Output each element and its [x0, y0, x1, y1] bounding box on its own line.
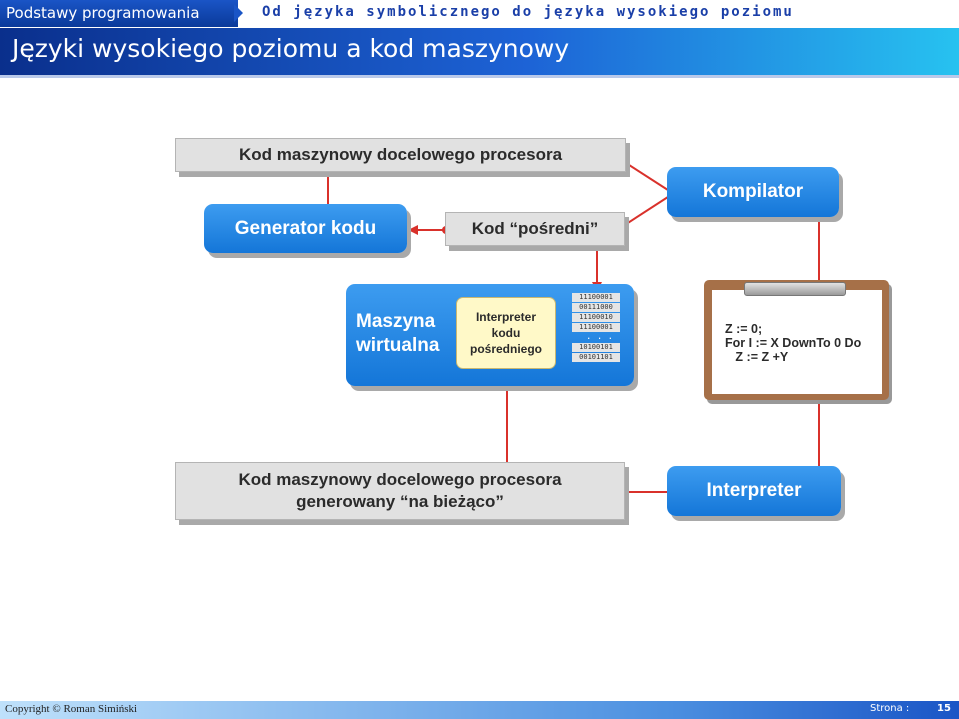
- jit-machine-code-line1: Kod maszynowy docelowego procesora: [238, 470, 562, 489]
- source-code: Z := 0; For I := X DownTo 0 Do Z := Z +Y: [725, 322, 861, 364]
- source-code-line: Z := 0;: [725, 322, 763, 336]
- page-label: Strona :: [870, 703, 910, 714]
- virtual-machine-label-line1: Maszyna: [356, 311, 436, 332]
- binary-code-row: 11100010: [572, 313, 620, 322]
- intermediate-code-box: Kod “pośredni”: [445, 212, 625, 246]
- binary-code-row: 00101101: [572, 353, 620, 362]
- course-arrow-icon: [234, 4, 243, 22]
- target-machine-code-box: Kod maszynowy docelowego procesora: [175, 138, 626, 172]
- source-code-line: For I := X DownTo 0 Do: [725, 336, 862, 350]
- course-title: Podstawy programowania: [0, 0, 238, 27]
- binary-code-row: 00111000: [572, 303, 620, 312]
- binary-code-row: 11100001: [572, 323, 620, 332]
- footer-bar: Copyright © Roman Simiński Strona : 15: [0, 701, 959, 719]
- binary-code-ellipsis: . . .: [586, 332, 614, 342]
- page-number: 15: [937, 703, 951, 714]
- jit-machine-code-box: Kod maszynowy docelowego procesora gener…: [175, 462, 625, 520]
- interpreter-box: Interpreter: [667, 466, 841, 516]
- virtual-machine-label-line2: wirtualna: [356, 335, 440, 356]
- jit-machine-code-line2: generowany “na bieżąco”: [296, 492, 504, 511]
- binary-code-list: 11100001 00111000 11100010 11100001 . . …: [572, 293, 620, 363]
- compiler-box: Kompilator: [667, 167, 839, 217]
- title-divider: [0, 75, 959, 78]
- top-bar: Podstawy programowania Od języka symboli…: [0, 0, 959, 28]
- clipboard-paper: [712, 290, 882, 394]
- intermediate-interpreter-line3: pośredniego: [469, 342, 542, 356]
- intermediate-interpreter-line1: Interpreter: [475, 310, 536, 324]
- code-generator-box: Generator kodu: [204, 204, 407, 253]
- title-bar: Języki wysokiego poziomu a kod maszynowy: [0, 28, 959, 75]
- intermediate-interpreter-line2: kodu: [491, 326, 521, 340]
- source-code-line: Z := Z +Y: [725, 350, 789, 364]
- binary-code-row: 10100101: [572, 343, 620, 352]
- section-title: Od języka symbolicznego do języka wysoki…: [262, 4, 794, 20]
- slide-title: Języki wysokiego poziomu a kod maszynowy: [12, 34, 570, 63]
- binary-code-row: 11100001: [572, 293, 620, 302]
- copyright-text: Copyright © Roman Simiński: [5, 703, 138, 715]
- virtual-machine-label: Maszyna wirtualna: [356, 310, 446, 358]
- intermediate-interpreter-box: Interpreter kodu pośredniego: [456, 297, 556, 369]
- clipboard-clip-icon: [744, 282, 846, 296]
